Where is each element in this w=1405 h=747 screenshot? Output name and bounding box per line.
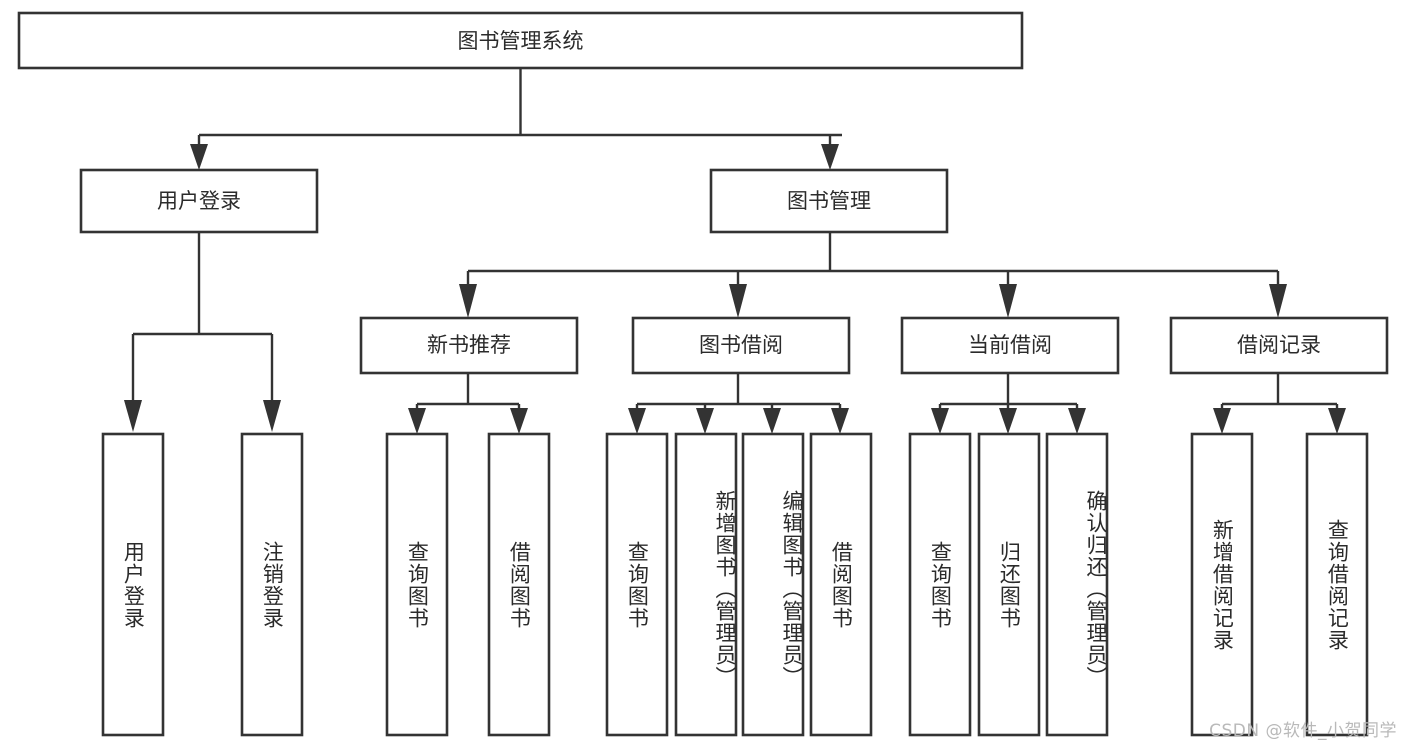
arrow-icon-leaf-return-book [999,408,1017,434]
arrow-icon-leaf-add-book [696,408,714,434]
node-user-login-label: 用户登录 [157,189,241,213]
arrow-icon-leaf-confirm-return [1068,408,1086,434]
arrow-icon-new-book-rec [459,284,477,318]
arrow-icon-leaf-borrow-book-2 [831,408,849,434]
node-leaf-logout[interactable] [240,432,304,737]
node-leaf-query-book-3[interactable] [908,432,972,737]
node-user-login[interactable] [79,168,319,234]
arrow-icon-leaf-edit-book [763,408,781,434]
arrow-icon-leaf-query-book-3 [931,408,949,434]
node-new-book-rec-label: 新书推荐 [427,333,511,357]
arrow-icon-to-user-login [190,144,208,170]
arrow-icon-book-borrow [729,284,747,318]
node-leaf-add-book[interactable] [674,432,738,737]
watermark-text: CSDN @软件_小贺同学 [1209,721,1397,741]
node-book-borrow[interactable] [631,316,851,375]
arrow-icon-leaf-user-login [124,400,142,432]
arrow-icon-leaf-query-book-2 [628,408,646,434]
node-leaf-user-login[interactable] [101,432,165,737]
node-borrow-record-label: 借阅记录 [1237,333,1321,357]
node-leaf-borrow-book-1[interactable] [487,432,551,737]
node-new-book-rec[interactable] [359,316,579,375]
arrow-icon-leaf-add-record [1213,408,1231,434]
connector-layer [124,68,1346,434]
node-root-label: 图书管理系统 [458,29,584,53]
node-current-borrow-label: 当前借阅 [968,333,1052,357]
node-leaf-edit-book[interactable] [741,432,805,737]
node-book-manage[interactable] [709,168,949,234]
node-leaf-return-book[interactable] [977,432,1041,737]
node-leaf-add-record[interactable] [1190,432,1254,737]
node-book-manage-label: 图书管理 [787,189,871,213]
node-leaf-query-book-1[interactable] [385,432,449,737]
node-book-borrow-label: 图书借阅 [699,333,783,357]
arrow-icon-borrow-record [1269,284,1287,318]
node-leaf-confirm-return[interactable] [1045,432,1109,737]
node-borrow-record[interactable] [1169,316,1389,375]
arrow-icon-to-book-manage [821,144,839,170]
arrow-icon-current-borrow [999,284,1017,318]
node-root[interactable] [17,11,1024,70]
node-current-borrow[interactable] [900,316,1120,375]
arrow-icon-leaf-query-book-1 [408,408,426,434]
arrow-icon-leaf-borrow-book-1 [510,408,528,434]
arrow-icon-leaf-query-record [1328,408,1346,434]
node-leaf-query-record[interactable] [1305,432,1369,737]
node-leaf-query-book-2[interactable] [605,432,669,737]
arrow-icon-leaf-logout [263,400,281,432]
node-layer: 图书管理系统 用户登录 图书管理 新书推荐 图书借阅 当前借阅 借阅记录 [17,11,1389,737]
node-leaf-borrow-book-2[interactable] [809,432,873,737]
